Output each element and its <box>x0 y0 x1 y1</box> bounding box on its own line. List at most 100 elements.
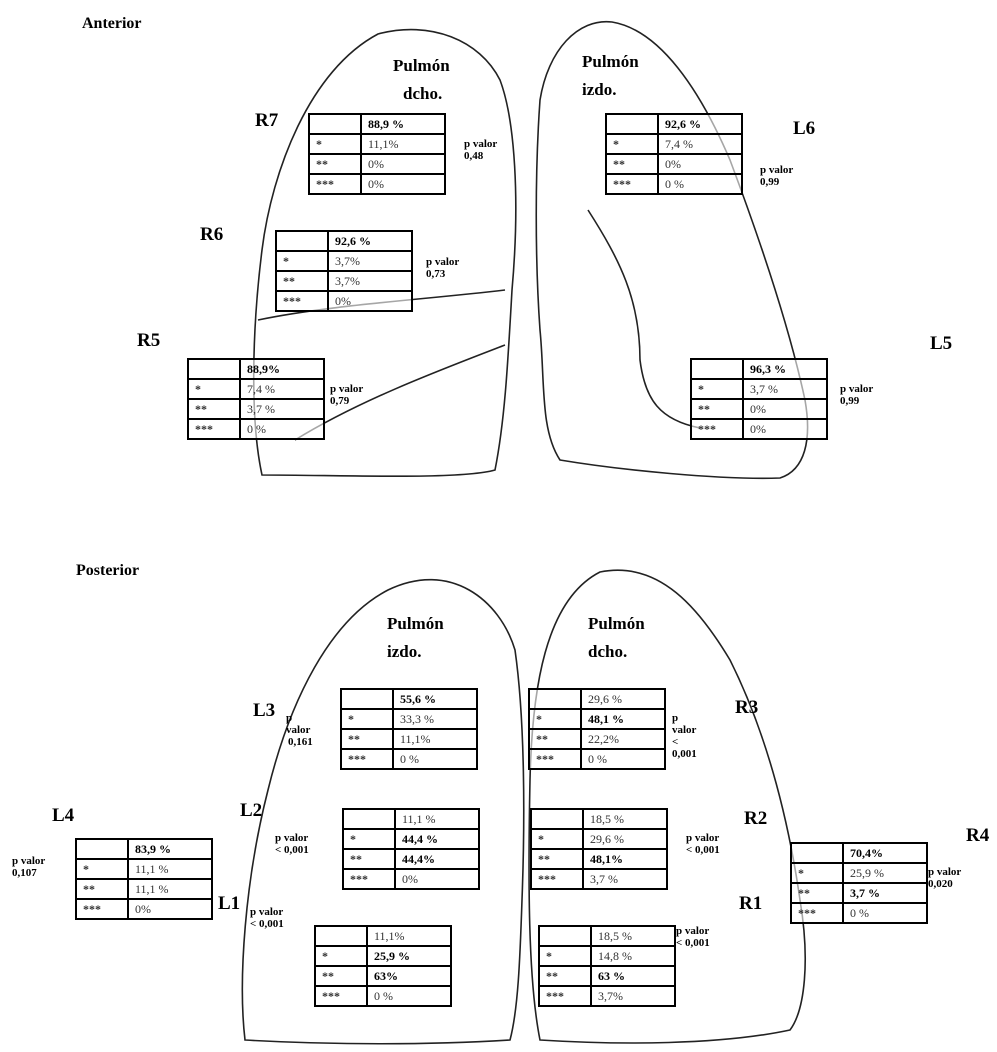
grade-symbol <box>528 688 582 710</box>
p-value-line: p valor <box>686 832 720 844</box>
grade-row: 83,9 % <box>75 838 213 860</box>
grade-value: 33,3 % <box>392 708 478 730</box>
grade-symbol: ** <box>605 153 659 175</box>
region-label-L5: L5 <box>930 333 953 354</box>
grade-row: **63 % <box>538 965 676 987</box>
grade-row: 88,9% <box>187 358 325 380</box>
grade-symbol: ** <box>342 848 396 870</box>
grade-row: **3,7 % <box>790 882 928 904</box>
grade-value: 0 % <box>842 902 928 924</box>
grade-value: 22,2% <box>580 728 666 750</box>
grade-row: ***3,7% <box>538 985 676 1007</box>
grade-value: 0 % <box>657 173 743 195</box>
p-value-line: p valor <box>464 138 498 150</box>
region-label-L6: L6 <box>793 118 816 139</box>
lung-title-line: dcho. <box>403 84 443 103</box>
grade-table-L5: 96,3 %*3,7 %**0%***0% <box>690 358 828 440</box>
grade-value: 3,7 % <box>742 378 828 400</box>
p-value-R6: p valor 0,73 <box>426 256 459 280</box>
grade-row: **22,2% <box>528 728 666 750</box>
p-value-L3: p valor 0,161 <box>286 712 313 748</box>
grade-symbol: ** <box>690 398 744 420</box>
anterior-right-lung-outline <box>252 28 517 478</box>
grade-row: 96,3 % <box>690 358 828 380</box>
grade-symbol: * <box>340 708 394 730</box>
p-value-line: p valor <box>426 256 460 268</box>
region-label-R2: R2 <box>744 808 768 829</box>
p-value-line: 0,107 <box>12 867 37 879</box>
grade-table-L2: 11,1 %*44,4 %**44,4%***0% <box>342 808 480 890</box>
p-value-line: 0,48 <box>464 150 484 162</box>
grade-value: 3,7 % <box>842 882 928 904</box>
grade-value: 29,6 % <box>582 828 668 850</box>
grade-symbol <box>538 925 592 947</box>
p-value-line: p valor <box>840 383 874 395</box>
grade-value: 7,4 % <box>657 133 743 155</box>
grade-symbol <box>308 113 362 135</box>
grade-value: 11,1% <box>360 133 446 155</box>
grade-value: 0% <box>327 290 413 312</box>
grade-row: **0% <box>308 153 446 175</box>
grade-symbol: ** <box>538 965 592 987</box>
grade-symbol: ** <box>75 878 129 900</box>
region-label-R5: R5 <box>137 330 161 351</box>
grade-value: 11,1 % <box>394 808 480 830</box>
p-value-L1: p valor < 0,001 <box>250 906 284 930</box>
grade-symbol <box>340 688 394 710</box>
grade-symbol: *** <box>538 985 592 1007</box>
grade-value: 0% <box>360 153 446 175</box>
grade-value: 55,6 % <box>392 688 478 710</box>
grade-symbol <box>790 842 844 864</box>
grade-symbol: *** <box>75 898 129 920</box>
grade-value: 3,7% <box>327 250 413 272</box>
p-value-L2: p valor < 0,001 <box>275 832 309 856</box>
grade-row: **3,7% <box>275 270 413 292</box>
lung-title-line: Pulmón <box>387 614 444 633</box>
p-value-line: 0,161 <box>288 736 313 748</box>
posterior-title: Posterior <box>76 562 140 579</box>
p-value-R4: p valor 0,020 <box>928 866 961 890</box>
grade-value: 3,7% <box>327 270 413 292</box>
grade-row: *11,1 % <box>75 858 213 880</box>
grade-value: 63 % <box>590 965 676 987</box>
grade-table-L4: 83,9 %*11,1 %**11,1 %***0% <box>75 838 213 920</box>
grade-symbol <box>275 230 329 252</box>
p-value-line: p valor <box>928 866 962 878</box>
grade-row: ***0 % <box>528 748 666 770</box>
lung-title-line: izdo. <box>582 80 617 99</box>
p-value-R7: p valor 0,48 <box>464 138 497 162</box>
grade-row: *25,9 % <box>314 945 452 967</box>
p-value-line: p valor <box>676 925 710 937</box>
grade-value: 11,1% <box>392 728 478 750</box>
grade-symbol: *** <box>790 902 844 924</box>
region-label-L2: L2 <box>240 800 263 821</box>
grade-row: *3,7 % <box>690 378 828 400</box>
grade-row: 55,6 % <box>340 688 478 710</box>
grade-row: *11,1% <box>308 133 446 155</box>
grade-table-L1: 11,1%*25,9 %**63%***0 % <box>314 925 452 1007</box>
grade-symbol: ** <box>187 398 241 420</box>
grade-symbol: ** <box>314 965 368 987</box>
grade-symbol <box>605 113 659 135</box>
grade-row: **11,1% <box>340 728 478 750</box>
lung-title-line: Pulmón <box>582 52 639 71</box>
anterior-right-lung-title: Pulmón dcho. <box>393 52 450 108</box>
posterior-left-lung-title: Pulmón izdo. <box>387 610 444 666</box>
region-label-L4: L4 <box>52 805 75 826</box>
grade-value: 44,4 % <box>394 828 480 850</box>
grade-symbol: * <box>790 862 844 884</box>
grade-value: 0 % <box>366 985 452 1007</box>
anterior-title: Anterior <box>82 15 142 32</box>
grade-row: **3,7 % <box>187 398 325 420</box>
grade-table-R3: 29,6 %*48,1 %**22,2%***0 % <box>528 688 666 770</box>
p-value-line: p valor <box>760 164 794 176</box>
anterior-left-fissure <box>587 209 701 429</box>
grade-row: **63% <box>314 965 452 987</box>
grade-row: 92,6 % <box>605 113 743 135</box>
grade-row: **11,1 % <box>75 878 213 900</box>
grade-table-R7: 88,9 %*11,1%**0%***0% <box>308 113 446 195</box>
grade-table-L3: 55,6 %*33,3 %**11,1%***0 % <box>340 688 478 770</box>
anterior-left-lung-title: Pulmón izdo. <box>582 48 639 104</box>
grade-value: 0% <box>394 868 480 890</box>
grade-row: ***0 % <box>314 985 452 1007</box>
